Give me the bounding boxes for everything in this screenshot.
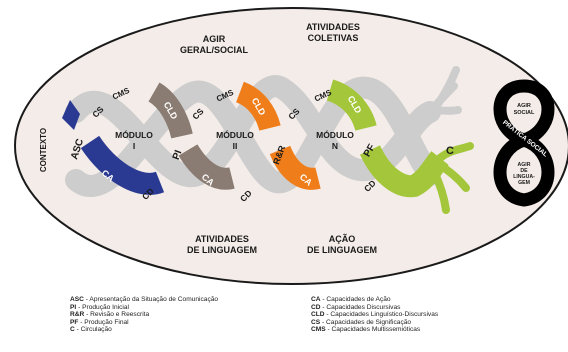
module-1-title: MÓDULO xyxy=(115,129,153,140)
legend-code: CA xyxy=(311,296,321,303)
legend-text: - Capacidades de Ação xyxy=(320,296,391,303)
legend-item: CMS - Capacidades Multissemióticas xyxy=(311,326,438,334)
agir-linguagem-line1: AGIR xyxy=(518,162,531,168)
legend-code: CLD xyxy=(311,311,325,319)
agir-geral-line1: AGIR xyxy=(203,34,226,44)
module-2-number: II xyxy=(233,141,238,151)
legend-code: C xyxy=(70,326,75,334)
acao-linguagem-line1: AÇÃO xyxy=(329,234,356,244)
legend-item: C - Circulação xyxy=(70,326,218,334)
legend-item: ASC - Apresentação da Situação de Comuni… xyxy=(70,296,218,304)
legend-text: - Capacidades Linguístico-Discursivas xyxy=(324,311,439,319)
asc-diamond xyxy=(62,100,80,130)
legend-item: CLD - Capacidades Linguístico-Discursiva… xyxy=(311,311,438,319)
legend-code: ASC xyxy=(70,296,84,303)
legend-text: - Apresentação da Situação de Comunicaçã… xyxy=(83,296,219,303)
contexto-label: CONTEXTO xyxy=(39,128,48,172)
brown-segment-1 xyxy=(147,82,193,139)
orange-segment-1 xyxy=(235,81,281,132)
agir-geral-line2: GERAL/SOCIAL xyxy=(180,45,249,55)
pi-label: PI xyxy=(171,149,185,162)
legend-code: CD xyxy=(311,303,321,311)
legend-right: CA - Capacidades de Ação CD - Capacidade… xyxy=(311,296,438,334)
legend-text: - Revisão e Reescrita xyxy=(84,311,150,319)
legend-text: - Capacidades Discursivas xyxy=(320,303,401,311)
agir-linguagem-line4: GEM xyxy=(518,180,530,186)
agir-social-line2: SOCIAL xyxy=(514,110,535,116)
atividades-linguagem-line1: ATIVIDADES xyxy=(195,234,249,244)
lime-segment-2 xyxy=(360,145,449,198)
lime-segment-1 xyxy=(326,79,377,132)
legend-code: CS xyxy=(311,318,321,326)
atividades-coletivas-line2: COLETIVAS xyxy=(308,33,359,43)
legend-code: PI xyxy=(70,303,77,311)
c-label: C xyxy=(446,145,454,157)
orange-segment-2 xyxy=(269,145,321,190)
legend-item: CA - Capacidades de Ação xyxy=(311,296,438,304)
legend-text: - Capacidades Multissemióticas xyxy=(325,326,421,334)
legend-item: CD - Capacidades Discursivas xyxy=(311,304,438,312)
legend-item: R&R - Revisão e Reescrita xyxy=(70,311,218,319)
brown-segment-2 xyxy=(178,144,235,190)
pratica-social-shape xyxy=(493,79,555,207)
module-1-number: I xyxy=(133,141,135,151)
gray-strand-2 xyxy=(65,76,441,197)
lime-branches xyxy=(430,142,474,214)
legend-item: PI - Produção Inicial xyxy=(70,304,218,312)
legend-text: - Circulação xyxy=(74,326,112,334)
gray-branches xyxy=(426,66,462,116)
legend-item: CS - Capacidades de Significação xyxy=(311,319,438,327)
module-n-number: N xyxy=(332,141,338,151)
legend-text: - Capacidades de Significação xyxy=(320,318,412,326)
legend-code: PF xyxy=(70,318,79,326)
legend-code: R&R xyxy=(70,311,85,319)
agir-linguagem-line3: LINGUA- xyxy=(513,174,535,180)
outer-ellipse xyxy=(14,7,568,285)
atividades-linguagem-line2: DE LINGUAGEM xyxy=(187,245,257,255)
module-n-title: MÓDULO xyxy=(316,129,354,140)
agir-linguagem-line2: DE xyxy=(520,168,528,174)
acao-linguagem-line2: DE LINGUAGEM xyxy=(307,245,377,255)
atividades-coletivas-line1: ATIVIDADES xyxy=(306,22,360,32)
blue-segment xyxy=(80,135,165,195)
legend-code: CMS xyxy=(311,326,326,334)
legend-item: PF - Produção Final xyxy=(70,319,218,327)
legend-text: - Produção Final xyxy=(78,318,129,326)
module-2-title: MÓDULO xyxy=(216,129,254,140)
agir-social-line1: AGIR xyxy=(517,103,531,109)
legend-left: ASC - Apresentação da Situação de Comuni… xyxy=(70,296,218,334)
legend-text: - Produção Inicial xyxy=(76,303,130,311)
